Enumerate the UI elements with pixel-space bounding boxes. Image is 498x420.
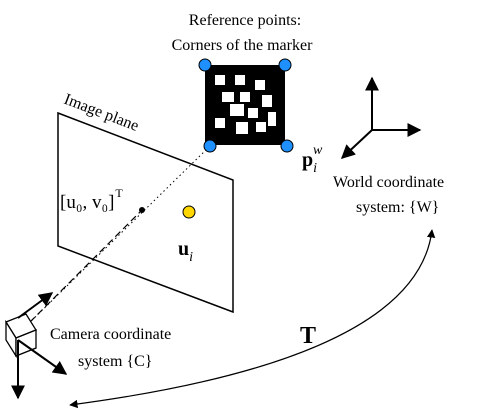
corner-point-top-left — [198, 58, 212, 72]
marker-point-label: piw — [302, 143, 323, 176]
optical-axis-line — [21, 209, 143, 331]
corner-point-bottom-left — [203, 139, 217, 153]
corner-point-top-right — [278, 58, 292, 72]
image-point-label: ui — [178, 238, 193, 265]
image-plane-label: Image plane — [62, 91, 141, 135]
principal-point — [139, 207, 145, 213]
reference-points-title: Reference points: — [189, 12, 301, 29]
aruco-marker-icon — [205, 65, 285, 145]
transform-arc — [69, 229, 436, 409]
camera-system-title: Camera coordinate — [50, 326, 171, 343]
world-axes-icon — [340, 76, 422, 159]
transform-label: T — [300, 323, 316, 349]
reference-points-subtitle: Corners of the marker — [172, 37, 314, 54]
principal-point-label: [u₀, v₀]T — [60, 186, 123, 213]
corner-point-bottom-right — [280, 139, 294, 153]
world-system-name: system: {W} — [356, 199, 439, 216]
image-point — [182, 205, 196, 219]
camera-system-name: system {C} — [78, 353, 152, 370]
camera-axes-icon — [11, 292, 68, 400]
world-system-title: World coordinate — [333, 174, 444, 191]
